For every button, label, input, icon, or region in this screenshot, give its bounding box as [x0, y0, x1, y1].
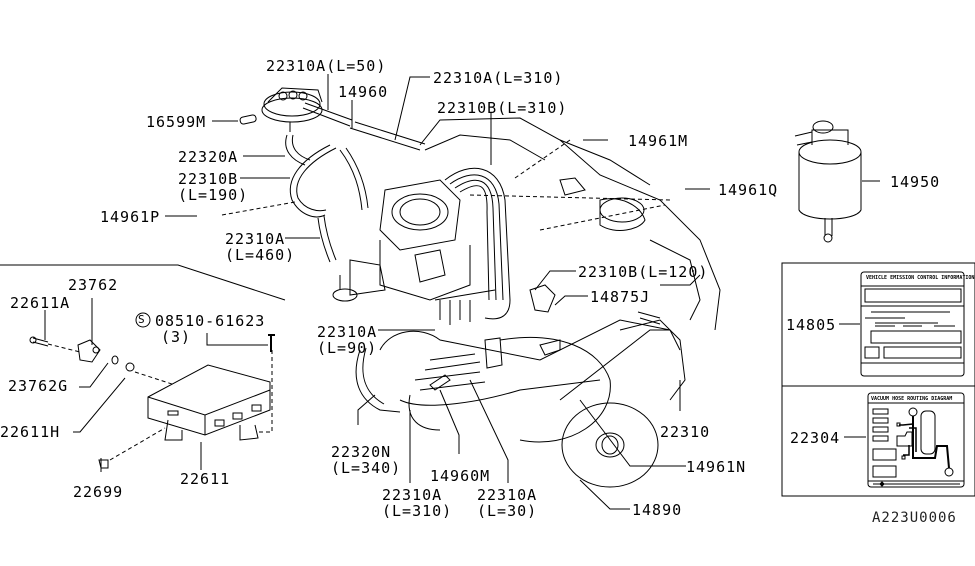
standard-part-symbol-letter: S [138, 313, 146, 326]
callout-14890[interactable]: 14890 [632, 502, 682, 518]
throttle-body [332, 179, 471, 302]
callout-14961m[interactable]: 14961M [628, 133, 688, 149]
part-number: 22310B [178, 170, 239, 188]
part-number: 22310B [437, 99, 498, 117]
engine-block [419, 117, 721, 331]
part-number: 22310A [317, 323, 378, 341]
callout-22611a[interactable]: 22611A [10, 295, 70, 311]
callout-14960m[interactable]: 14960M [430, 468, 490, 484]
callout-22611h[interactable]: 22611H [0, 424, 60, 440]
part-number: 22320A [178, 148, 239, 166]
part-note: (L=50) [326, 57, 387, 75]
ecu-box [147, 334, 275, 441]
callout-22320a[interactable]: 22320A [178, 149, 238, 165]
part-number: 22310A [433, 69, 494, 87]
standard-part-symbol [135, 312, 151, 328]
callout-22310a-l50[interactable]: 22310A(L=50) [266, 58, 386, 74]
vacuum-label-heading: VACUUM HOSE ROUTING DIAGRAM [871, 396, 953, 402]
part-note: (L=190) [178, 186, 249, 204]
part-number: 22310B [578, 263, 639, 281]
part-number: 14961M [628, 132, 689, 150]
part-number: 14961P [100, 208, 161, 226]
part-number: 14961Q [718, 181, 779, 199]
part-note: (L=310) [497, 99, 568, 117]
callout-22310a-l30[interactable]: 22310A(L=30) [477, 487, 537, 519]
leader-lines [44, 74, 880, 510]
part-number: 22611 [180, 470, 231, 488]
charcoal-canister [794, 120, 862, 243]
part-number: 22310A [477, 486, 538, 504]
part-number: 23762 [68, 276, 119, 294]
callout-22310b-l120[interactable]: 22310B(L=120) [578, 264, 708, 280]
part-note: (3) [161, 328, 192, 346]
part-number: 14960 [338, 83, 389, 101]
callout-23762g[interactable]: 23762G [8, 378, 68, 394]
intake-manifold [355, 319, 686, 488]
callout-22320n-l340[interactable]: 22320N(L=340) [331, 444, 401, 476]
callout-22304[interactable]: 22304 [790, 430, 840, 446]
callout-14961p[interactable]: 14961P [100, 209, 160, 225]
callout-22611[interactable]: 22611 [180, 471, 230, 487]
callout-22310a-l310-top[interactable]: 22310A(L=310) [433, 70, 563, 86]
part-note: (L=30) [477, 502, 538, 520]
vacuum-label-card [867, 392, 965, 488]
callout-14875j[interactable]: 14875J [590, 289, 650, 305]
callout-23762[interactable]: 23762 [68, 277, 118, 293]
callout-22310a-l90[interactable]: 22310A(L=90) [317, 324, 377, 356]
callout-14805[interactable]: 14805 [786, 317, 836, 333]
part-number: 22310 [660, 423, 711, 441]
part-number: 22611H [0, 423, 61, 441]
part-note: (L=90) [317, 339, 378, 357]
vacuum-valve [239, 87, 353, 132]
part-note: (L=310) [493, 69, 564, 87]
emission-label-heading: VEHICLE EMISSION CONTROL INFORMATION [866, 275, 975, 281]
part-number: 14960M [430, 467, 491, 485]
part-note: (L=120) [638, 263, 709, 281]
callout-14950[interactable]: 14950 [890, 174, 940, 190]
part-note: (L=310) [382, 502, 453, 520]
hoses-left [285, 121, 426, 263]
callout-14960[interactable]: 14960 [338, 84, 388, 100]
part-number: 22320N [331, 443, 392, 461]
small-fittings [429, 284, 661, 391]
part-number: 22310A [266, 57, 327, 75]
callout-22310b-l310[interactable]: 22310B(L=310) [437, 100, 567, 116]
part-number: 22310A [382, 486, 443, 504]
part-number: 08510-61623 [155, 312, 266, 330]
part-number: 14961N [686, 458, 747, 476]
callout-22310[interactable]: 22310 [660, 424, 710, 440]
part-number: 23762G [8, 377, 69, 395]
vacuum-label-panel [781, 385, 975, 497]
emission-label-card [860, 271, 965, 377]
part-number: 16599M [146, 113, 207, 131]
diagram-code: A223U0006 [872, 510, 957, 526]
part-number: 22699 [73, 483, 124, 501]
part-number: 22611A [10, 294, 71, 312]
part-number: 14950 [890, 173, 941, 191]
callout-14961q[interactable]: 14961Q [718, 182, 778, 198]
callout-22699[interactable]: 22699 [73, 484, 123, 500]
part-number: 22310A [225, 230, 286, 248]
dashed-leaders [47, 139, 671, 461]
part-number: 14890 [632, 501, 683, 519]
hose-bundle [434, 167, 511, 325]
sensor-23762 [29, 336, 135, 469]
part-number: 14805 [786, 316, 837, 334]
part-number: 14875J [590, 288, 651, 306]
region-divider [0, 264, 286, 301]
callout-14961n[interactable]: 14961N [686, 459, 746, 475]
callout-22310a-l460[interactable]: 22310A(L=460) [225, 231, 295, 263]
callout-22310b-l190[interactable]: 22310B(L=190) [178, 171, 248, 203]
part-number: 22304 [790, 429, 841, 447]
callout-08510-61623[interactable]: 08510-61623(3) [155, 313, 265, 345]
part-note: (L=340) [331, 459, 402, 477]
callout-16599m[interactable]: 16599M [146, 114, 206, 130]
part-note: (L=460) [225, 246, 296, 264]
callout-22310a-l310-bottom[interactable]: 22310A(L=310) [382, 487, 452, 519]
